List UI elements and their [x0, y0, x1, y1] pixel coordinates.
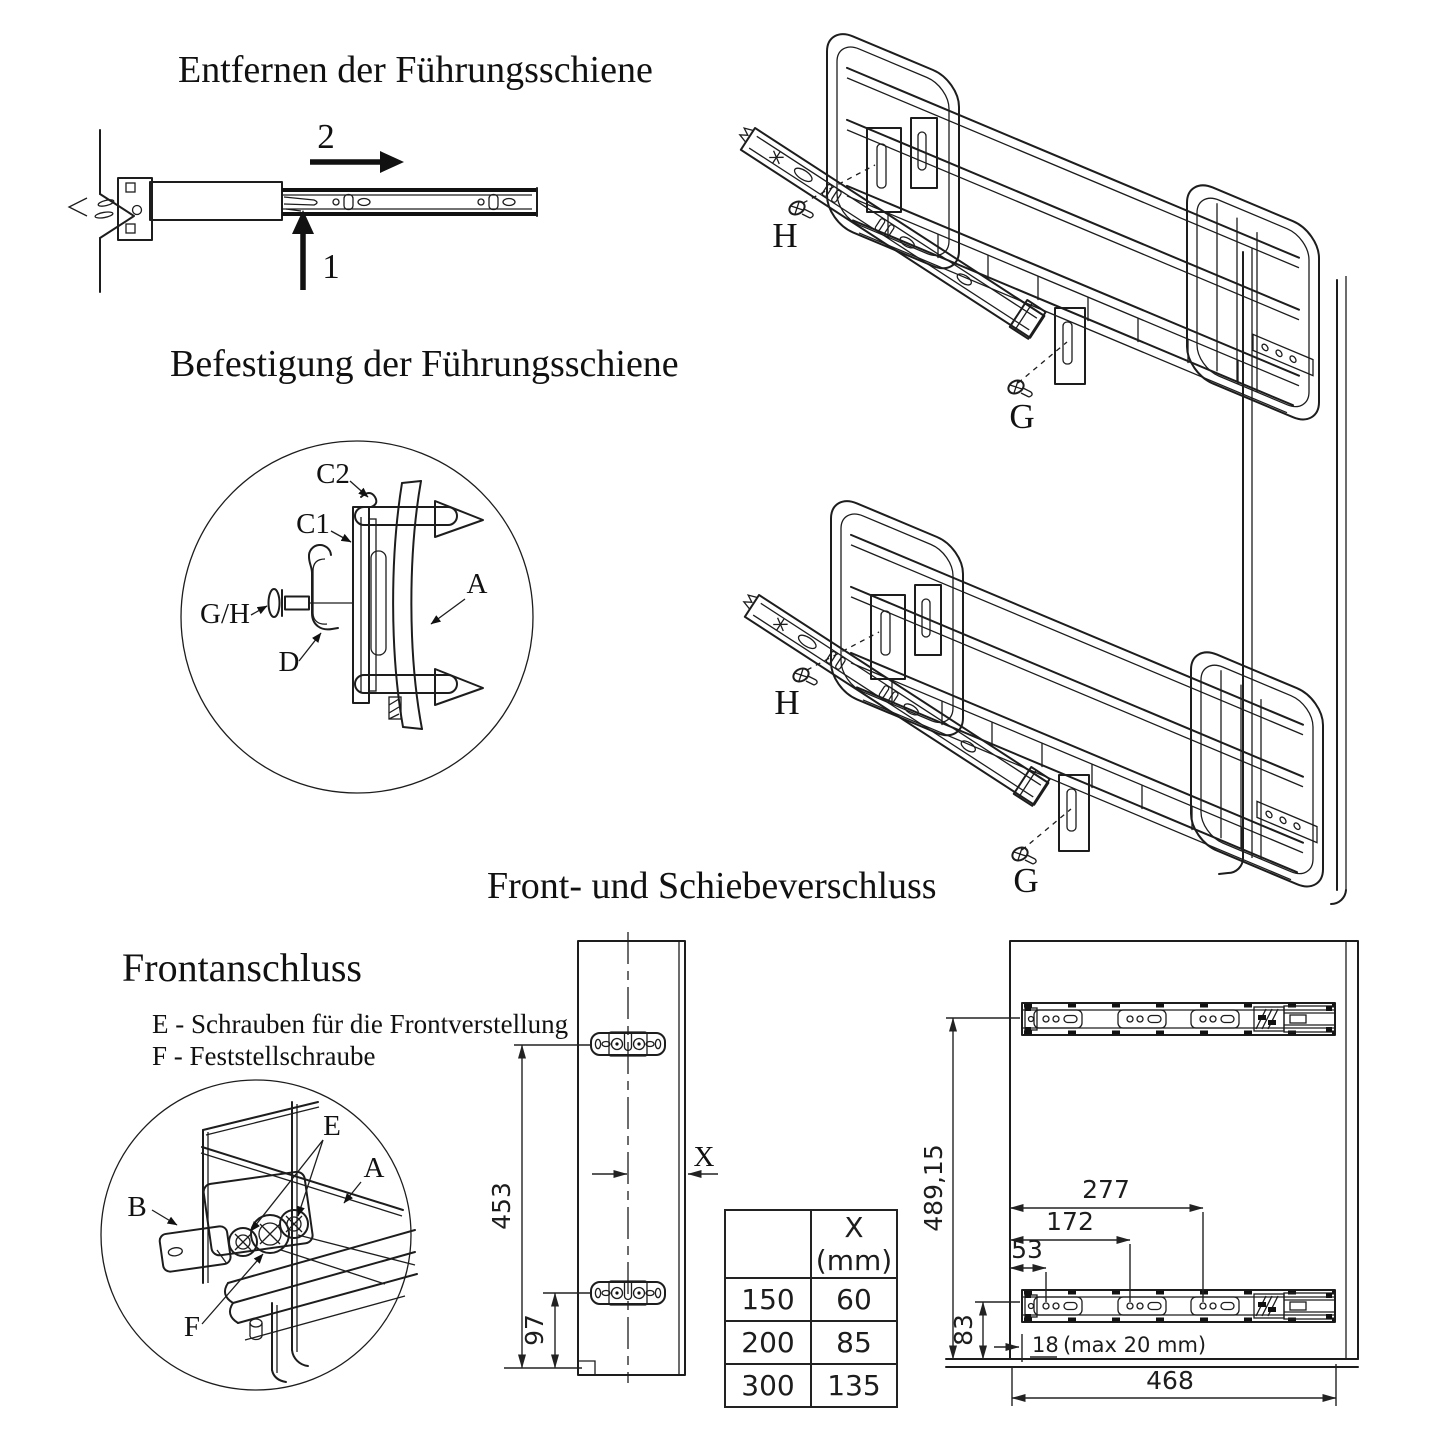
guide-rail	[282, 187, 538, 217]
dim-277-label: 277	[1082, 1175, 1130, 1204]
dim-453: 453	[487, 1044, 591, 1369]
rail-hole-group	[1117, 1009, 1167, 1029]
dim-468: 468	[1011, 1364, 1337, 1406]
mounting-bracket-top	[590, 1031, 666, 1057]
label-c1: C1	[296, 508, 330, 540]
label-a-attach: A	[467, 568, 488, 600]
label-b: B	[127, 1191, 146, 1223]
front-panel-drawing: 453 97 X	[487, 932, 718, 1383]
label-f: F	[184, 1311, 200, 1343]
label-d: D	[279, 646, 300, 678]
step-label-1: 1	[322, 247, 340, 286]
side-panel-outline	[945, 940, 1359, 1368]
title-front-connection: Frontanschluss	[122, 945, 362, 990]
rail-extension	[1283, 1005, 1336, 1033]
label-c2: C2	[316, 458, 350, 490]
adjustment-screws	[228, 1209, 309, 1257]
rail-hole-group	[1190, 1009, 1240, 1029]
side-panel-rails-drawing: 489,15 277 172 53 83 18 (max 20 mm)	[919, 940, 1359, 1406]
front-connection-detail-circle: B E A F	[100, 1079, 418, 1391]
dim-97-label: 97	[520, 1314, 549, 1346]
label-e: E	[323, 1110, 341, 1142]
dim-x: X	[592, 1141, 718, 1178]
label-h-top: H	[772, 216, 797, 255]
dim-53: 53	[1009, 1235, 1047, 1302]
cell-60: 60	[810, 1277, 898, 1322]
label-g-bottom: G	[1013, 861, 1038, 900]
dim-83: 83	[949, 1301, 1020, 1360]
bracket-plates	[352, 506, 387, 704]
step-label-2: 2	[317, 117, 335, 156]
cell-200: 200	[724, 1320, 812, 1365]
wall-bracket	[94, 177, 153, 241]
dim-489-label: 489,15	[919, 1144, 948, 1231]
panel-outline	[577, 932, 686, 1383]
screw-g	[1005, 376, 1034, 398]
remove-rail-drawing: 2 1	[67, 117, 538, 293]
dim-468-label: 468	[1146, 1366, 1194, 1395]
dim-277: 277	[1009, 1175, 1204, 1302]
frame-posts	[1218, 248, 1347, 906]
label-g-top: G	[1009, 397, 1034, 436]
pullout-basket-bottom	[736, 492, 1323, 895]
cell-135: 135	[810, 1363, 898, 1408]
screw-gh	[267, 588, 353, 618]
dim-18-label: 18	[1032, 1333, 1059, 1357]
mounting-rail	[738, 127, 1047, 340]
dim-489: 489,15	[919, 1017, 1020, 1360]
legend-f: F - Feststellschraube	[152, 1041, 376, 1071]
slide-rail-bottom	[1020, 1288, 1337, 1324]
table-row: 200 85	[724, 1320, 898, 1365]
wire-pins	[354, 492, 484, 720]
wire-basket	[827, 25, 1319, 428]
pullout-basket-isometric: H G H G	[715, 0, 1347, 906]
x-dimension-table: X (mm) 150 60 200 85 300 135	[724, 1209, 898, 1408]
legend-e: E - Schrauben für die Frontverstellung	[152, 1009, 569, 1039]
title-remove-rail: Entfernen der Führungsschiene	[178, 49, 653, 91]
dim-97: 97	[520, 1292, 591, 1369]
step-arrow-1: 1	[292, 210, 340, 290]
title-front-slide-lock: Front- und Schiebeverschluss	[487, 865, 937, 907]
cell-300: 300	[724, 1363, 812, 1408]
cabinet-wall	[67, 129, 135, 293]
dim-453-label: 453	[487, 1182, 516, 1230]
pullout-basket-top	[738, 25, 1319, 428]
rail-band	[392, 480, 423, 730]
step-arrow-2: 2	[310, 117, 404, 173]
detail-circle-outline	[180, 440, 534, 794]
clip-d	[307, 543, 339, 631]
table-corner-cell	[724, 1209, 812, 1279]
dim-18: 18 (max 20 mm)	[994, 1333, 1206, 1362]
slide-rail-top	[1021, 1002, 1336, 1036]
cell-85: 85	[810, 1320, 898, 1365]
table-header-x: X (mm)	[810, 1209, 898, 1279]
dim-83-label: 83	[949, 1314, 978, 1346]
rail-hole-group	[1033, 1009, 1083, 1029]
front-bracket	[158, 1170, 314, 1273]
dim-18-note: (max 20 mm)	[1063, 1333, 1206, 1357]
title-attach-rail: Befestigung der Führungsschiene	[170, 343, 679, 385]
detail-circle-outline	[100, 1079, 412, 1391]
label-h-bottom: H	[774, 683, 799, 722]
dim-x-label: X	[694, 1141, 715, 1173]
dim-172-label: 172	[1046, 1207, 1094, 1236]
dim-172: 172	[1009, 1207, 1131, 1302]
label-gh: G/H	[200, 598, 250, 630]
mounting-plates	[866, 117, 1086, 385]
cell-150: 150	[724, 1277, 812, 1322]
table-row: 300 135	[724, 1363, 898, 1408]
attach-detail-circle: C2 C1 G/H D A	[180, 440, 534, 794]
dim-53-label: 53	[1011, 1235, 1043, 1264]
table-row: 150 60	[724, 1277, 898, 1322]
label-a-front: A	[364, 1152, 385, 1184]
c2-hook	[360, 492, 378, 508]
